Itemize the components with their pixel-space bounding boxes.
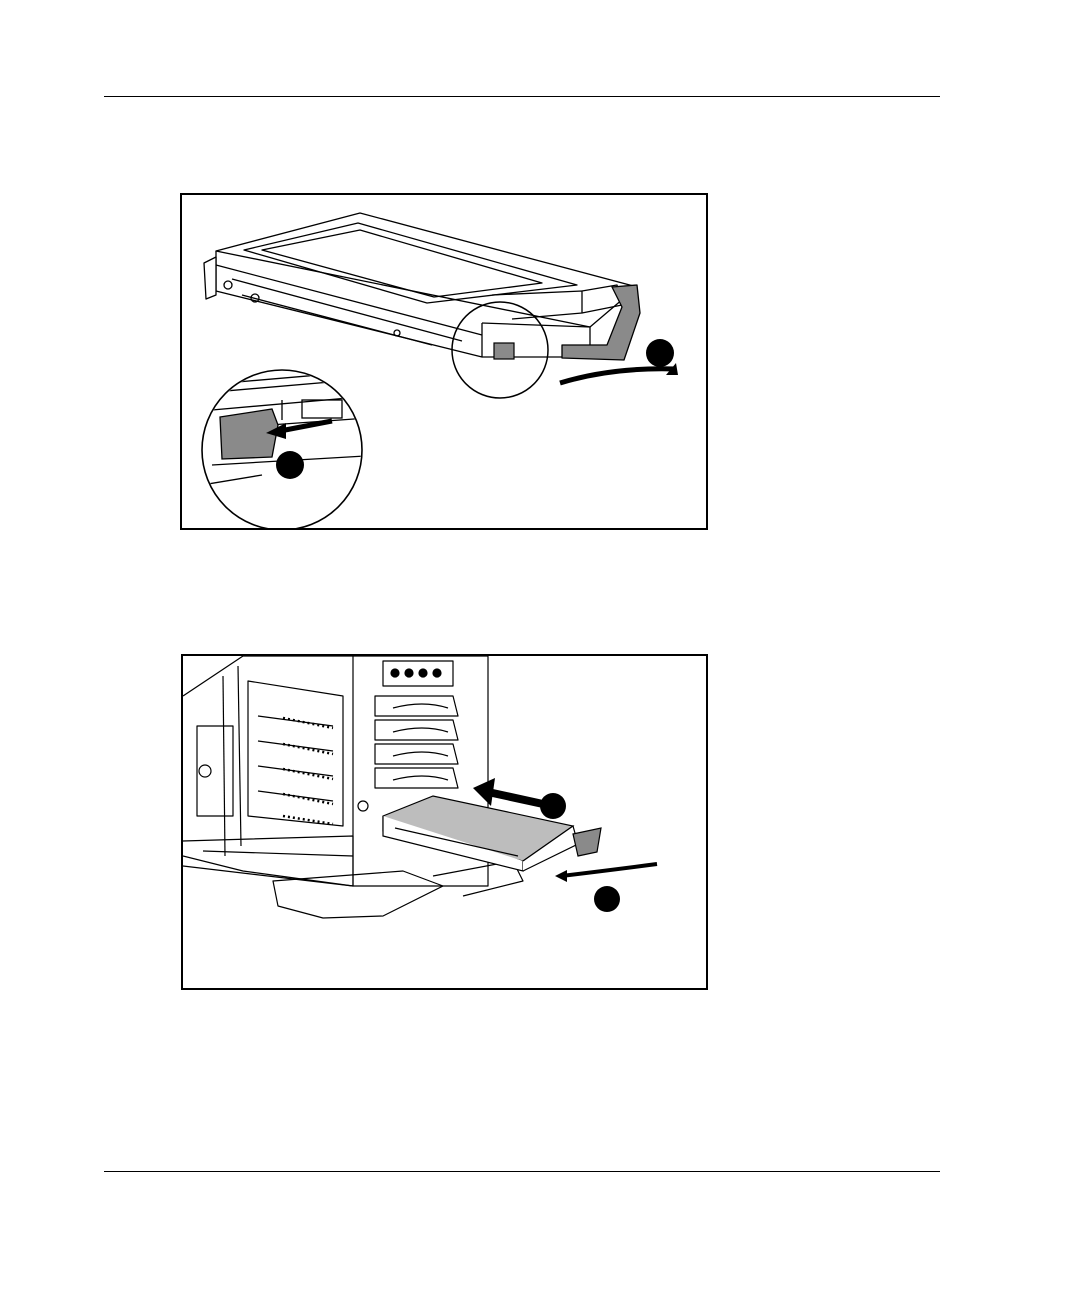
header-rule — [104, 96, 940, 97]
hard-drive-tray-icon — [182, 195, 706, 528]
insert-drive-figure — [181, 654, 708, 990]
curved-arrow-icon — [560, 369, 676, 383]
lever-close-marker — [594, 886, 620, 912]
server-chassis-icon — [183, 656, 706, 988]
drive-bays-icon — [248, 681, 343, 826]
release-latch-figure — [180, 193, 708, 530]
lever-open-marker — [646, 339, 674, 367]
straight-arrow-icon — [488, 792, 543, 804]
latch-release-marker — [276, 451, 304, 479]
curved-arrow-icon — [561, 864, 657, 876]
insert-marker — [540, 793, 566, 819]
footer-rule — [104, 1171, 940, 1172]
hard-drive-tray-icon — [383, 796, 601, 871]
latch-detail-magnifier-icon — [202, 370, 382, 528]
